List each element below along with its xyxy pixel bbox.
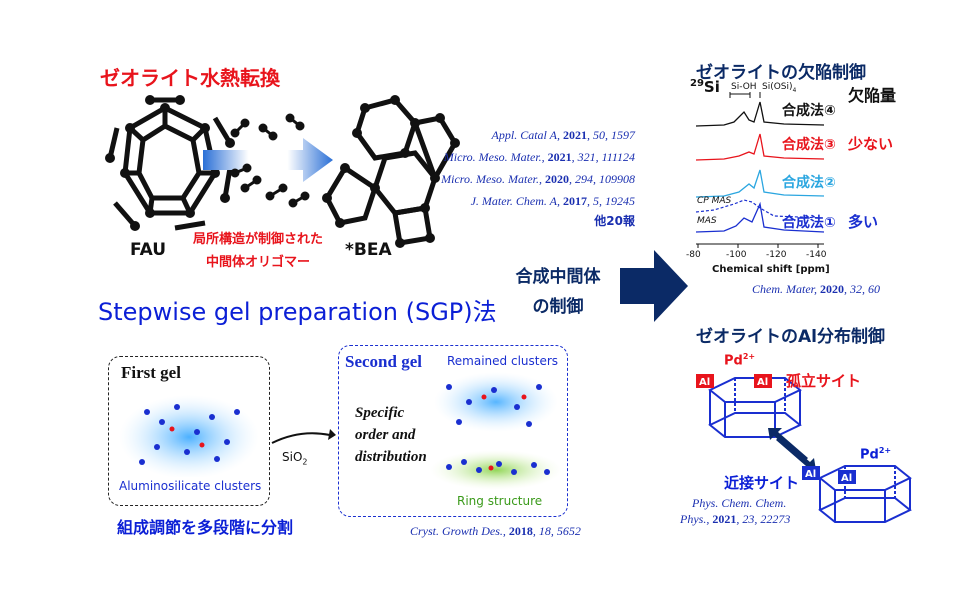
reference-more: 他20報 <box>594 214 635 228</box>
al-badge-adjacent-2 <box>838 470 856 484</box>
oligomer-note: 局所構造が制御された 中間体オリゴマー <box>183 228 333 270</box>
ring-structure-label: Ring structure <box>457 494 543 508</box>
second-gel-box: Second gel Remained clusters Specific or… <box>338 345 568 517</box>
specific-order-text: Specific order and distribution <box>355 405 427 465</box>
reference-1: Appl. Catal A, 2021, 50, 1597 <box>491 128 635 142</box>
second-gel-clusters <box>430 372 562 490</box>
second-gel-label: Second gel <box>345 352 422 371</box>
isolated-site-label: 孤立サイト <box>786 372 862 390</box>
al-text-1: Al <box>699 377 710 388</box>
al-text-4: Al <box>841 473 852 484</box>
sioh-label: Si-OH <box>731 82 757 92</box>
al-text-3: Al <box>805 469 816 480</box>
sio2-arrow <box>271 429 336 444</box>
al-distribution-title: ゼオライトのAl分布制御 <box>696 327 885 347</box>
first-gel-clusters <box>119 395 259 477</box>
adjacent-site-label: 近接サイト <box>724 474 800 492</box>
sgp-title: Stepwise gel preparation (SGP)法 <box>98 298 497 326</box>
spectrum-method-2 <box>695 169 825 198</box>
main-arrow <box>620 250 688 322</box>
split-note: 組成調節を多段階に分割 <box>117 518 294 537</box>
conversion-arrow <box>203 138 333 182</box>
method-2-label: 合成法② <box>782 175 836 191</box>
intermediate-control-line1: 合成中間体 <box>515 267 601 287</box>
reference-3: Micro. Meso. Mater., 2020, 294, 109908 <box>441 172 635 186</box>
conversion-illustration <box>105 95 460 248</box>
defect-amount-label: 欠陥量 <box>848 86 897 105</box>
method-3-note: 少ない <box>848 135 894 153</box>
fau-label: FAU <box>130 240 167 260</box>
bea-label: *BEA <box>345 240 392 260</box>
spectrum-method-4 <box>695 101 825 127</box>
method-1-note: 多い <box>848 213 879 231</box>
pd-isolated: Pd2+ <box>724 352 756 369</box>
nmr-spectra <box>695 92 825 248</box>
adjacent-site-prism <box>818 465 912 523</box>
hydrothermal-title: ゼオライト水熱転換 <box>100 66 280 90</box>
oligomer-note-line2: 中間体オリゴマー <box>205 255 310 270</box>
al-text-2: Al <box>757 377 768 388</box>
method-4-label: 合成法④ <box>782 103 836 119</box>
phys-chem-reference-2: Phys., 2021, 23, 22273 <box>680 512 791 526</box>
exchange-arrow <box>768 428 816 470</box>
spectrum-axis-label: Chemical shift [ppm] <box>712 264 830 275</box>
first-gel-box: First gel Aluminosilicate clusters <box>108 356 270 506</box>
oligomer-fragments <box>230 113 310 208</box>
oligomer-note-line1: 局所構造が制御された <box>192 232 323 247</box>
al-badge-left <box>696 374 714 388</box>
isolated-site-prism <box>708 377 802 438</box>
first-gel-label: First gel <box>121 363 181 382</box>
cp-mas-label: CP MAS <box>697 196 732 206</box>
reference-2: Micro. Meso. Mater., 2021, 321, 111124 <box>443 150 635 164</box>
remained-clusters-label: Remained clusters <box>447 354 559 368</box>
phys-chem-reference-1: Phys. Chem. Chem. <box>692 496 787 510</box>
spectrum-method-3 <box>695 133 825 161</box>
chem-mater-reference: Chem. Mater, 2020, 32, 60 <box>752 282 880 296</box>
spectrum-method-1-cp <box>695 199 825 219</box>
method-3-label: 合成法③ <box>782 137 836 153</box>
al-badge-right <box>754 374 772 388</box>
reference-list: Appl. Catal A, 2021, 50, 1597 Micro. Mes… <box>405 124 635 229</box>
sio2-label: SiO2 <box>282 450 308 467</box>
si29-label: 29Si <box>690 78 720 96</box>
al-distribution-diagram: Al Al Al Al <box>696 374 912 523</box>
cryst-reference: Cryst. Growth Des., 2018, 18, 5652 <box>410 524 581 538</box>
reference-4: J. Mater. Chem. A, 2017, 5, 19245 <box>470 194 635 208</box>
aluminosilicate-label: Aluminosilicate clusters <box>119 479 262 493</box>
al-badge-adjacent-1 <box>802 466 820 480</box>
intermediate-control-line2: の制御 <box>532 297 584 317</box>
defect-title: ゼオライトの欠陥制御 <box>696 63 866 83</box>
method-1-label: 合成法① <box>782 215 836 231</box>
spectrum-method-1-mas <box>695 201 825 233</box>
siosi-label: Si(OSi)4 <box>762 82 797 94</box>
intermediate-control: 合成中間体 の制御 <box>508 262 608 322</box>
pd-adjacent: Pd2+ <box>860 446 892 463</box>
mas-label: MAS <box>697 216 717 226</box>
